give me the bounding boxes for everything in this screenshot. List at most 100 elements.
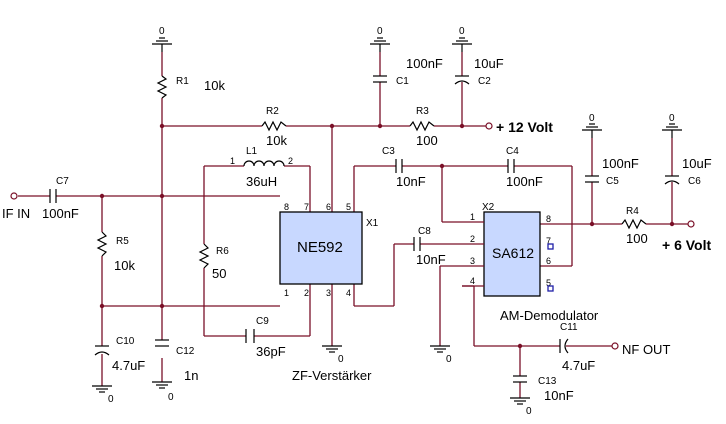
ground-label: 0: [669, 113, 675, 124]
ground-label: 0: [338, 354, 344, 365]
terminal-12v: + 12 Volt: [485, 119, 553, 135]
ground-c13: 0: [509, 397, 532, 417]
ground-label: 0: [108, 394, 114, 405]
junction-dots: [99, 123, 675, 349]
c4-label: C4: [506, 146, 519, 157]
c10-label: C10: [116, 336, 135, 347]
c12-label: C12: [176, 346, 195, 357]
terminal-if-in: IF IN: [2, 192, 30, 221]
c2-label: C2: [478, 76, 491, 87]
ground-c12: 0: [151, 381, 174, 403]
c1-value: 100nF: [406, 56, 443, 71]
r4-label: R4: [626, 206, 639, 217]
sa612-pin-7-marker: [547, 243, 554, 250]
resistor-r5: R5 10k: [96, 231, 135, 273]
ne592-pin-2: 2: [304, 288, 309, 298]
ground-label: 0: [159, 26, 165, 37]
l1-pin1: 1: [230, 156, 235, 166]
ground-ne592: 0: [321, 345, 344, 365]
ground-c10: 0: [91, 385, 114, 405]
resistor-r4: R4 100: [621, 206, 648, 246]
sa612-pin-5: 5: [546, 278, 551, 288]
terminal-6v: + 6 Volt: [662, 220, 711, 253]
r1-value: 10k: [204, 78, 225, 93]
if-in-label: IF IN: [2, 206, 30, 221]
sa612-pin-8: 8: [546, 214, 551, 224]
c2-value: 10uF: [474, 56, 504, 71]
l1-pin2: 2: [288, 156, 293, 166]
r4-value: 100: [626, 231, 648, 246]
sa612-pin-1: 1: [470, 212, 475, 222]
sa612-pin-5-marker: [547, 285, 554, 292]
c11-label: C11: [560, 322, 578, 333]
ne592-name: NE592: [297, 239, 343, 256]
capacitor-c3: C3 10nF: [382, 146, 426, 189]
ground-top-c2: 0: [451, 26, 473, 52]
6v-label: + 6 Volt: [662, 237, 711, 253]
ne592-pin-7: 7: [304, 202, 309, 212]
ground-label: 0: [168, 392, 174, 403]
ne592-pin-6: 6: [326, 202, 331, 212]
capacitor-c5: C5 100nF: [585, 156, 639, 187]
capacitor-c10: C10 4.7uF: [94, 336, 145, 373]
wires: [18, 52, 688, 398]
sa612-pin-6: 6: [546, 256, 551, 266]
c5-label: C5: [606, 176, 619, 187]
ground-sa612: 0: [429, 345, 452, 365]
c7-value: 100nF: [42, 206, 79, 221]
capacitor-c12: C12 1n: [155, 339, 198, 383]
c13-label: C13: [538, 376, 557, 387]
resistor-r1: R1 10k: [156, 75, 225, 99]
ground-label: 0: [526, 406, 532, 417]
12v-label: + 12 Volt: [496, 119, 553, 135]
capacitor-c9: C9 36pF: [245, 316, 286, 359]
l1-value: 36uH: [246, 174, 277, 189]
l1-label: L1: [246, 146, 258, 157]
x2-label: X2: [482, 202, 495, 213]
c7-label: C7: [56, 176, 69, 187]
ne592-pin-4: 4: [346, 288, 351, 298]
sa612-caption: AM-Demodulator: [500, 308, 599, 323]
r1-label: R1: [176, 76, 189, 87]
capacitor-c1: C1 100nF: [373, 56, 443, 87]
ic-ne592: NE592 X1 8 6 5 7 1 2 3 4 ZF-Verstärker: [279, 202, 379, 383]
r3-value: 100: [416, 133, 438, 148]
c9-label: C9: [256, 316, 269, 327]
ground-label: 0: [446, 354, 452, 365]
ground-top-c1: 0: [369, 26, 391, 52]
r2-label: R2: [266, 106, 279, 117]
ne592-pin-1: 1: [284, 288, 289, 298]
c13-value: 10nF: [544, 388, 574, 403]
r5-value: 10k: [114, 258, 135, 273]
r6-value: 50: [212, 266, 226, 281]
ground-top-r1: 0: [151, 26, 173, 52]
ground-label: 0: [377, 26, 383, 37]
ic-sa612: SA612 X2 1 2 3 4 8 7 6 5 AM-Demodulator: [462, 202, 599, 323]
sa612-pin-7: 7: [546, 236, 551, 246]
capacitor-c7: C7 100nF: [42, 176, 79, 221]
ne592-pin-3: 3: [326, 288, 331, 298]
ground-label: 0: [589, 113, 595, 124]
c4-value: 100nF: [506, 174, 543, 189]
r6-label: R6: [216, 246, 229, 257]
ground-top-c5: 0: [581, 113, 603, 138]
ground-top-c6: 0: [661, 113, 683, 138]
c5-value: 100nF: [602, 156, 639, 171]
ne592-pin-8: 8: [284, 202, 289, 212]
c8-value: 10nF: [416, 252, 446, 267]
r5-label: R5: [116, 236, 129, 247]
c11-value: 4.7uF: [562, 358, 595, 373]
ground-label: 0: [459, 26, 465, 37]
c3-value: 10nF: [396, 174, 426, 189]
resistor-r6: R6 50: [198, 243, 229, 281]
c3-label: C3: [382, 146, 395, 157]
c6-label: C6: [688, 176, 701, 187]
terminal-nf-out: NF OUT: [611, 342, 670, 357]
capacitor-c11: C11 4.7uF: [559, 322, 595, 373]
capacitor-c4: C4 100nF: [506, 146, 543, 189]
capacitor-c2: C2 10uF: [454, 56, 504, 87]
c10-value: 4.7uF: [112, 358, 145, 373]
inductor-l1: L1 1 2 36uH: [230, 146, 293, 189]
c9-value: 36pF: [256, 344, 286, 359]
